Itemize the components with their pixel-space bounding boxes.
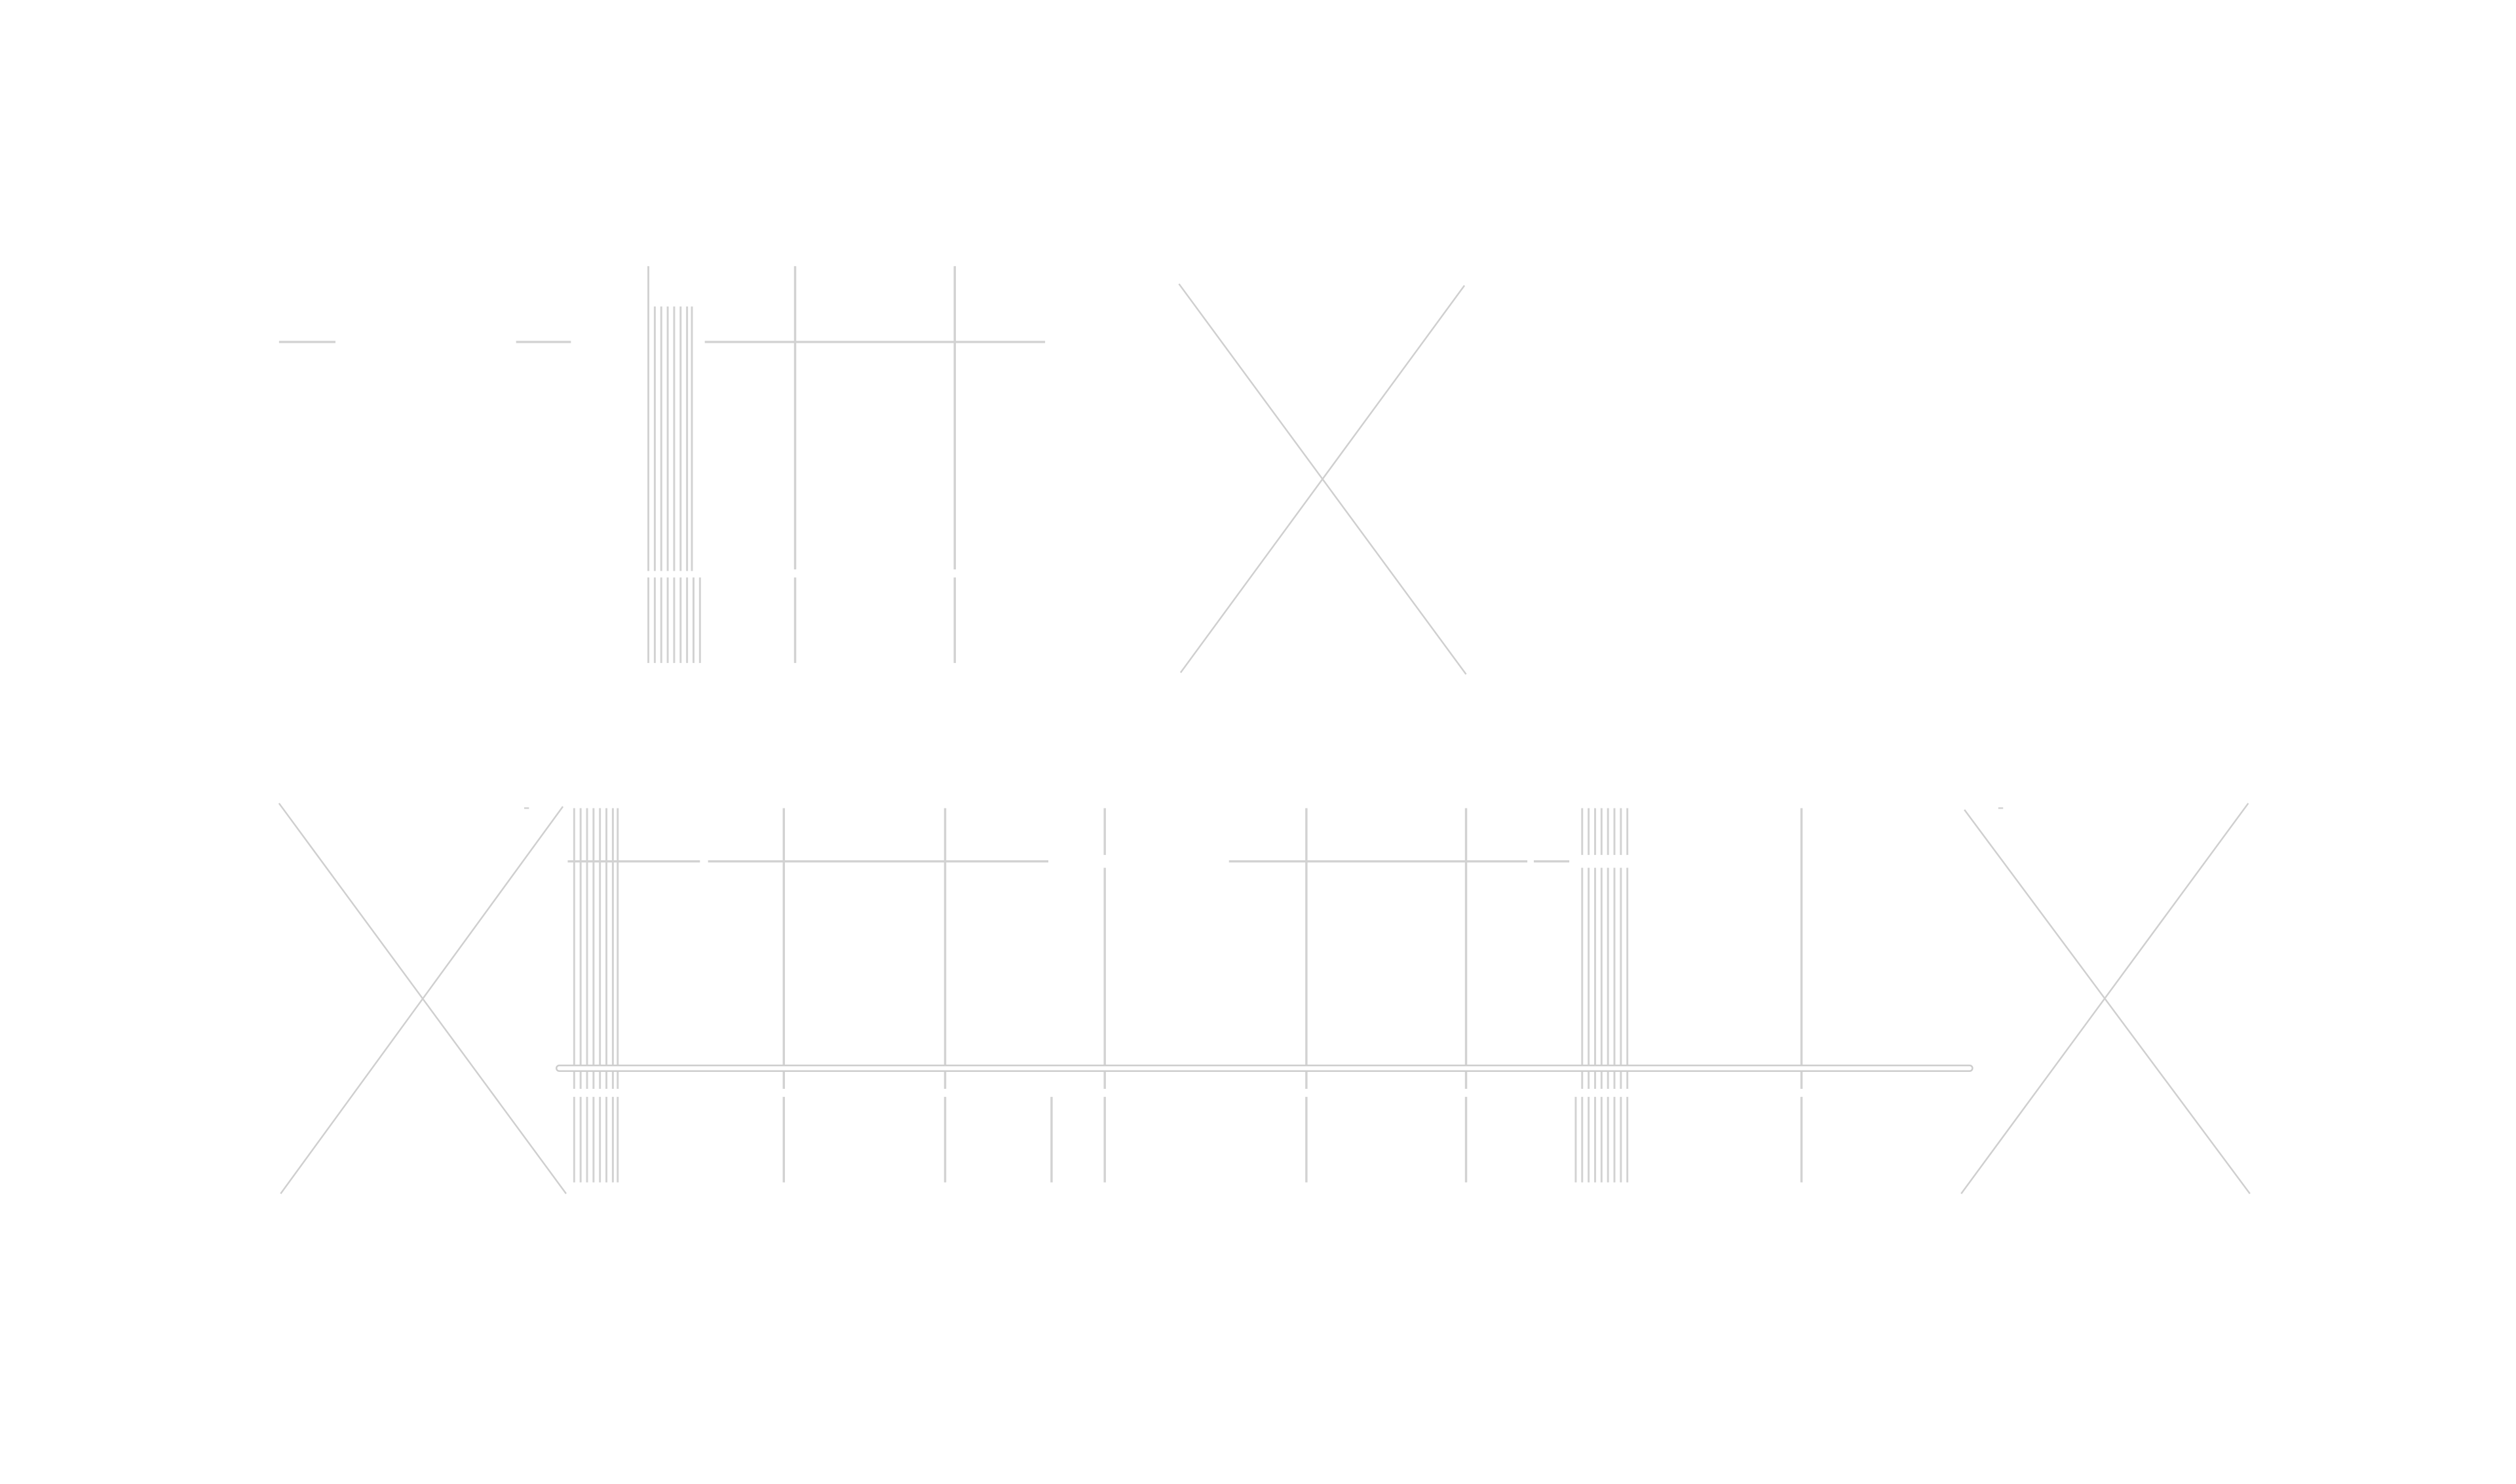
top-line-pattern: [278, 266, 1467, 675]
bottom-right-vertical-cluster: [1574, 808, 1629, 1183]
top-vertical-cluster-lower: [647, 577, 701, 663]
bottom-left-vertical-cluster: [573, 808, 619, 1183]
bottom-long-rail: [556, 1064, 1973, 1072]
top-vertical-cluster: [647, 266, 693, 571]
bottom-right-cross-diagonal: [1960, 803, 2249, 1194]
bottom-left-cross-diagonal: [280, 806, 564, 1194]
top-cross-diagonal: [1179, 285, 1466, 674]
bottom-line-pattern: [278, 803, 2251, 1194]
bottom-right-cross-diagonal: [1964, 809, 2251, 1194]
